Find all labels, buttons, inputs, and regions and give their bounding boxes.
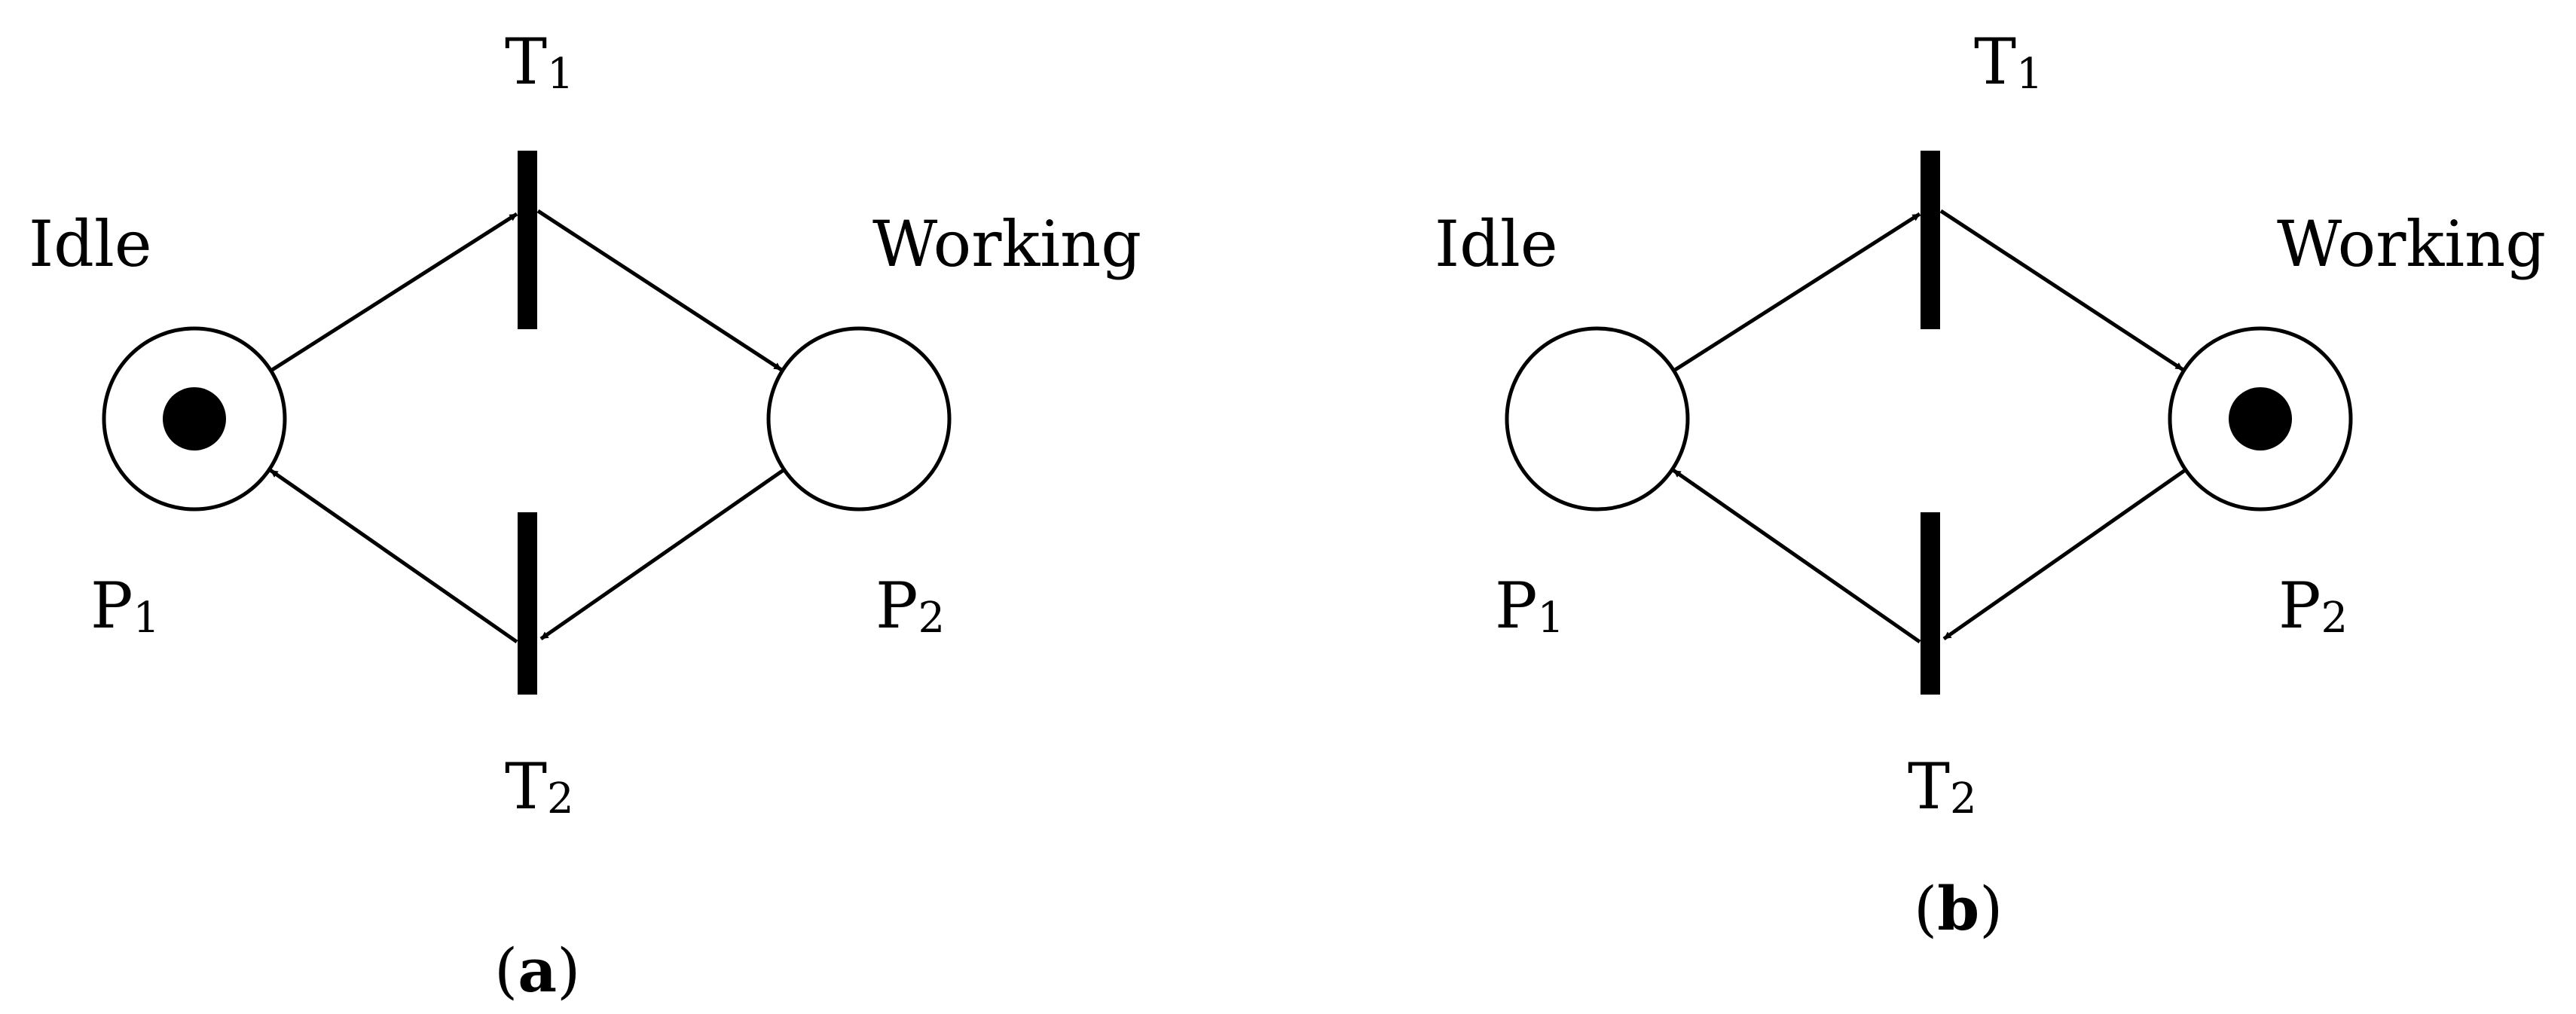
panel-b-t2-label: T2 [1908,750,1977,823]
panel-a-transition-t2 [518,512,537,695]
panel-b-arc-p2-t2 [1942,468,2187,641]
panel-b-transition-t1 [1921,151,1940,329]
panel-a-token-p1 [163,387,226,450]
panel-b-t1-label: T1 [1974,25,2043,99]
panel-b-caption: (b) [1914,873,2003,944]
panel-a-arc-p1-t1 [270,212,518,373]
panel-a-idle-label: Idle [29,207,152,281]
panel-a-p1-label: P1 [90,569,160,643]
panel-b-transition-t2 [1921,512,1940,695]
panel-a-caption: (a) [494,935,581,1006]
panel-b-arc-p1-t1 [1673,212,1921,373]
panel-a-working-label: Working [872,207,1141,281]
panel-a-arc-p2-t2 [539,468,786,641]
panel-b [1505,151,2353,695]
panel-a-transition-t1 [518,151,537,329]
panel-a-arc-t2-p1 [269,469,518,644]
panel-a-arc-t1-p2 [536,209,783,371]
panel-a-t2-label: T2 [505,750,574,823]
panel-b-place-p1 [1505,326,1690,512]
panel-a [102,151,952,695]
panel-b-arc-t2-p1 [1672,469,1921,644]
panel-b-idle-label: Idle [1435,207,1558,281]
panel-a-t1-label: T1 [505,25,574,99]
panel-a-place-p2 [766,326,952,512]
panel-b-arc-t1-p2 [1939,209,2184,371]
panel-b-token-p2 [2229,387,2292,450]
panel-b-p2-label: P2 [2278,569,2348,643]
panel-b-working-label: Working [2277,207,2546,281]
panel-a-p2-label: P2 [875,569,946,643]
panel-b-p1-label: P1 [1495,569,1565,643]
